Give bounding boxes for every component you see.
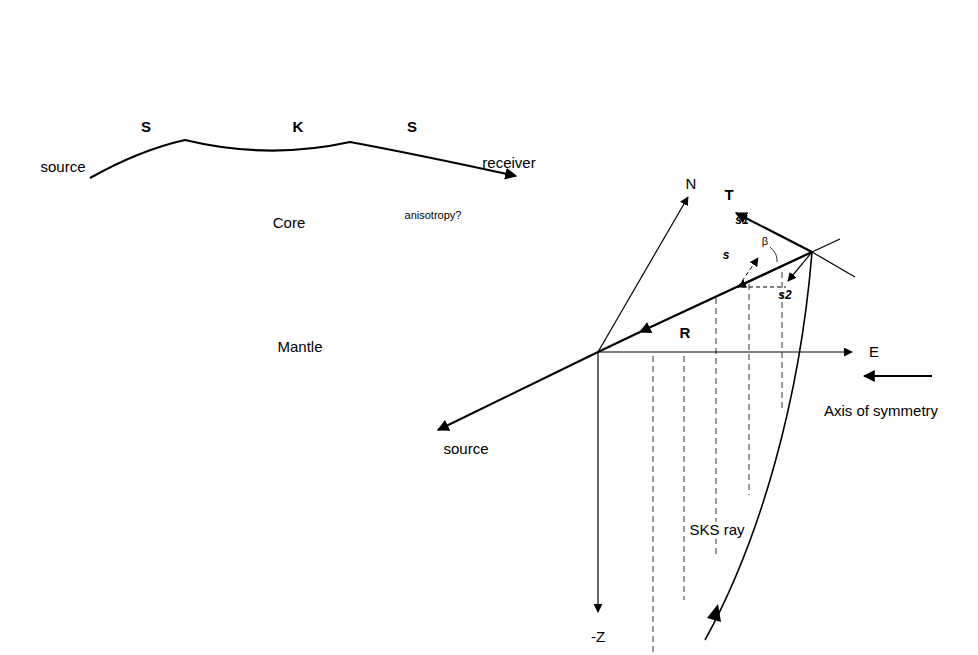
sks-ray-path — [90, 140, 516, 178]
drawing-line — [653, 356, 654, 655]
diagram-label: s1 — [735, 214, 748, 227]
component-dash — [742, 287, 786, 288]
depth-axis — [597, 352, 598, 612]
diagram-label: N — [686, 176, 697, 193]
beta-arc — [770, 247, 777, 262]
polarization-s — [738, 252, 812, 287]
diagram-label: T — [724, 187, 733, 204]
east-axis — [598, 351, 852, 352]
s1-component — [738, 258, 758, 287]
transverse-line — [812, 252, 855, 277]
diagram-label: -Z — [591, 629, 605, 646]
sks-ray-curve — [705, 252, 812, 640]
node-label: Core — [273, 214, 306, 231]
node-label: anisotropy? — [405, 209, 462, 221]
north-axis — [598, 197, 688, 352]
ray-arrowhead — [707, 604, 721, 622]
radial-arrow — [640, 252, 812, 332]
drawing-line — [684, 356, 685, 600]
drawing-ellipse — [91, 5, 519, 433]
drawing-line — [749, 284, 750, 495]
diagram-label: R — [678, 325, 693, 342]
diagram-label: β — [762, 235, 768, 247]
s2-component — [788, 252, 812, 281]
diagram-label: K — [293, 119, 304, 136]
source-direction — [438, 352, 598, 430]
diagram-label: Axis of symmetry — [824, 403, 938, 420]
diagram-label: E — [869, 344, 879, 361]
drawing-ellipse — [169, 102, 409, 342]
earth-shell: Core — [168, 101, 410, 343]
transverse-arrow — [736, 213, 812, 252]
diagram-label: source — [40, 159, 85, 176]
dashed-verticals — [653, 272, 782, 655]
radial-extension — [812, 239, 840, 252]
node-outline — [399, 118, 467, 240]
earth-shell: Mantle Core anisotropy? — [90, 4, 520, 434]
anisotropy-region: anisotropy? — [399, 118, 467, 240]
diagram-label: SKS ray — [687, 522, 746, 539]
diagram-label: s — [723, 249, 730, 262]
node-label: Mantle — [277, 338, 322, 355]
diagram-label: receiver — [482, 155, 535, 172]
diagram-label: S — [407, 119, 417, 136]
drawing-rect — [400, 119, 466, 239]
diagram-label: source — [443, 441, 488, 458]
diagram-label: S — [141, 119, 151, 136]
drawing-line — [716, 298, 717, 555]
radial-line — [598, 332, 640, 352]
symmetry-axis-arrow — [864, 375, 932, 377]
diagram-label: s2 — [778, 289, 791, 302]
